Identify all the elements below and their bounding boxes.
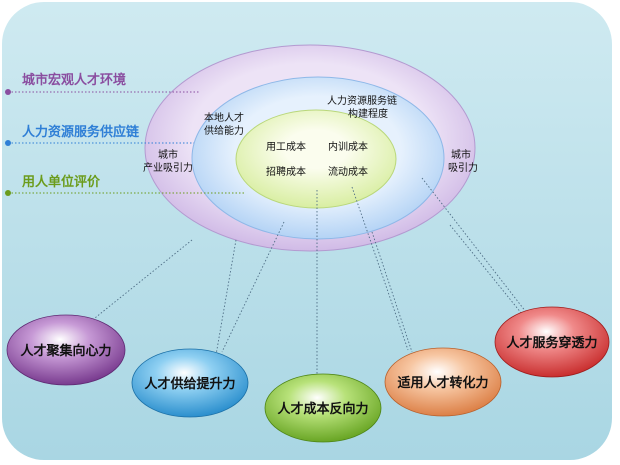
city-attract-label-line1: 城市 <box>451 148 471 161</box>
hr-chain-label-line1: 人力资源服务链 <box>327 94 397 107</box>
outcome-gathering-label: 人才聚集向心力 <box>20 343 111 359</box>
level-connectors <box>8 91 244 194</box>
level-inner-label: 用人单位评价 <box>21 174 101 190</box>
local-talent-label-line1: 本地人才 <box>204 111 244 124</box>
outcome-supply-label: 人才供给提升力 <box>144 376 235 392</box>
connector-supply-b <box>221 221 285 353</box>
outcome-connectors <box>79 177 527 378</box>
level-inner-dot <box>5 190 11 196</box>
core-turnover-cost: 流动成本 <box>328 165 368 178</box>
connector-conversion-a <box>351 186 409 351</box>
outcome-supply-bubble <box>131 348 249 418</box>
level-outer-dot <box>5 89 11 95</box>
level-middle-label: 人力资源服务供应链 <box>22 124 140 140</box>
level-outer-label: 城市宏观人才环境 <box>22 72 126 88</box>
hr-chain-label-line2: 构建程度 <box>348 107 388 120</box>
outcome-cost-reverse-bubble <box>264 373 382 443</box>
outcome-service-label: 人才服务穿透力 <box>506 335 597 351</box>
level-middle-dot <box>5 140 11 146</box>
core-recruitment-cost: 招聘成本 <box>266 165 306 178</box>
outcome-cost-reverse-label: 人才成本反向力 <box>277 401 368 417</box>
connector-conversion-b <box>371 231 413 353</box>
local-talent-label-line2: 供给能力 <box>204 124 244 137</box>
city-industry-label-line2: 产业吸引力 <box>143 161 193 174</box>
city-industry-label-line1: 城市 <box>158 148 178 161</box>
connector-gathering <box>79 239 193 331</box>
connector-service-a <box>421 177 527 313</box>
outcome-gathering-bubble <box>6 314 126 386</box>
core-ellipse <box>235 109 397 209</box>
city-attract-label-line2: 吸引力 <box>448 161 478 174</box>
outcome-conversion-bubble <box>384 347 502 417</box>
outcome-service-bubble <box>494 306 610 378</box>
connector-service-b <box>449 224 523 315</box>
core-training-cost: 内训成本 <box>328 140 368 153</box>
core-employment-cost: 用工成本 <box>266 140 306 153</box>
outcome-conversion-label: 适用人才转化力 <box>397 375 488 391</box>
